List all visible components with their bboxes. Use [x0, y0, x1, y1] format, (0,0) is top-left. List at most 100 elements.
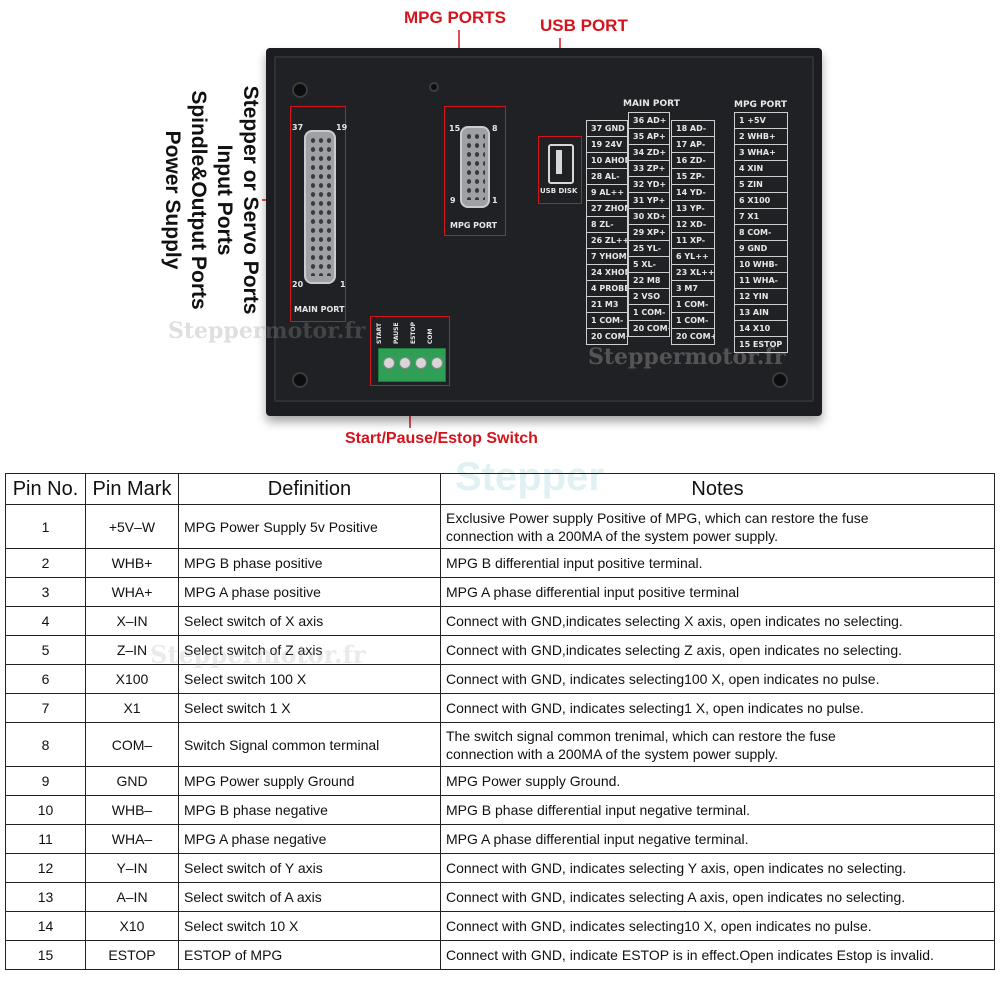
main-port-pin-20: 20 — [292, 280, 304, 289]
pin-cell: 16 ZD- — [672, 153, 714, 169]
terminal-label-pause: PAUSE — [393, 322, 400, 344]
terminal-label-com: COM — [427, 328, 434, 344]
pin-cell: 31 YP+ — [629, 193, 669, 209]
table-row: 9 GND MPG Power supply Ground MPG Power … — [5, 766, 995, 796]
pin-cell: 34 ZD+ — [629, 145, 669, 161]
main-port-connector — [304, 130, 336, 284]
main-port-col-c: 18 AD- 17 AP- 16 ZD- 15 ZP- 14 YD- 13 YP… — [671, 120, 715, 345]
pin-cell: 20 COM+ — [676, 332, 714, 341]
pin-mark: Z–IN — [85, 635, 179, 665]
table-row: 8 COM– Switch Signal common terminal The… — [5, 722, 995, 767]
screw-icon — [292, 82, 308, 98]
watermark: Steppermotor.fr — [588, 344, 786, 370]
header-pin-mark: Pin Mark — [85, 473, 179, 505]
mpg-port-title: MPG PORT — [734, 100, 787, 110]
pin-cell: 10 WHB- — [735, 257, 787, 273]
pin-definition: Select switch 1 X — [178, 693, 441, 723]
mpg-port-pin-list: 1 +5V 2 WHB+ 3 WHA+ 4 XIN 5 ZIN 6 X100 7… — [734, 112, 788, 353]
screw-icon — [429, 82, 439, 92]
pin-notes: Connect with GND, indicates selecting Y … — [440, 853, 995, 883]
table-row: 14 X10 Select switch 10 X Connect with G… — [5, 911, 995, 941]
pin-no: 6 — [5, 664, 86, 694]
pin-notes: Exclusive Power supply Positive of MPG, … — [440, 504, 995, 549]
main-port-title: MAIN PORT — [623, 99, 680, 109]
pin-definition: Select switch 10 X — [178, 911, 441, 941]
pin-cell: 11 XP- — [672, 233, 714, 249]
pin-cell: 13 AIN — [735, 305, 787, 321]
main-port-col-a: 37 GND 19 24V 10 AHOME 28 AL- 9 AL++ 27 … — [586, 120, 628, 345]
pin-mark: X100 — [85, 664, 179, 694]
pin-mark: X10 — [85, 911, 179, 941]
pin-definition: ESTOP of MPG — [178, 940, 441, 970]
pin-cell: 33 ZP+ — [629, 161, 669, 177]
pin-cell: 1 COM- — [587, 313, 627, 329]
pin-cell: 17 AP- — [672, 137, 714, 153]
pin-cell: 26 ZL++ — [587, 233, 627, 249]
table-row: 15 ESTOP ESTOP of MPG Connect with GND, … — [5, 940, 995, 970]
main-port-highlight — [290, 106, 346, 322]
header-pin-no: Pin No. — [5, 473, 86, 505]
pin-definition: MPG Power Supply 5v Positive — [178, 504, 441, 549]
pin-notes: Connect with GND, indicate ESTOP is in e… — [440, 940, 995, 970]
pin-no: 13 — [5, 882, 86, 912]
pin-notes: Connect with GND,indicates selecting X a… — [440, 606, 995, 636]
pin-cell: 23 XL++ — [672, 265, 714, 281]
pin-cell: 25 YL- — [629, 241, 669, 257]
pin-no: 10 — [5, 795, 86, 825]
pin-mark: +5V–W — [85, 504, 179, 549]
pin-definition: Select switch of Y axis — [178, 853, 441, 883]
pin-mark: ESTOP — [85, 940, 179, 970]
side-label-spindle: Spindle&Output Ports — [187, 90, 210, 310]
pin-no: 14 — [5, 911, 86, 941]
table-row: 3 WHA+ MPG A phase positive MPG A phase … — [5, 577, 995, 607]
side-label-input: Input Ports — [213, 144, 236, 256]
pin-mark: WHB+ — [85, 548, 179, 578]
pin-no: 7 — [5, 693, 86, 723]
main-port-col-b: 36 AD+ 35 AP+ 34 ZD+ 33 ZP+ 32 YD+ 31 YP… — [628, 112, 670, 337]
main-port-pin-1: 1 — [340, 280, 346, 289]
pin-cell: 15 ESTOP — [739, 340, 783, 349]
pin-cell: 19 24V — [587, 137, 627, 153]
header-definition: Definition — [178, 473, 441, 505]
pin-mark: A–IN — [85, 882, 179, 912]
terminal-block — [378, 348, 446, 382]
terminal-label-estop: ESTOP — [410, 321, 417, 344]
pin-cell: 6 X100 — [735, 193, 787, 209]
mpg-pin-1: 1 — [492, 196, 498, 205]
pin-cell: 9 GND — [735, 241, 787, 257]
pin-cell: 29 XP+ — [629, 225, 669, 241]
pin-cell: 2 VSO — [629, 289, 669, 305]
pin-definition: Select switch of A axis — [178, 882, 441, 912]
table-row: 10 WHB– MPG B phase negative MPG B phase… — [5, 795, 995, 825]
pin-cell: 32 YD+ — [629, 177, 669, 193]
pin-no: 11 — [5, 824, 86, 854]
pin-mark: Y–IN — [85, 853, 179, 883]
pin-no: 5 — [5, 635, 86, 665]
side-label-stepper: Stepper or Servo Ports — [239, 85, 262, 315]
pin-cell: 7 YHOME — [587, 249, 627, 265]
pin-mark: WHA+ — [85, 577, 179, 607]
pin-no: 8 — [5, 722, 86, 767]
usb-highlight — [538, 136, 582, 204]
pin-no: 9 — [5, 766, 86, 796]
pin-cell: 37 GND — [587, 121, 627, 137]
main-port-label: MAIN PORT — [294, 305, 345, 314]
pin-cell: 35 AP+ — [629, 129, 669, 145]
pin-cell: 27 ZHOME — [587, 201, 627, 217]
pin-no: 15 — [5, 940, 86, 970]
pin-cell: 4 XIN — [735, 161, 787, 177]
pin-notes: Connect with GND, indicates selecting10 … — [440, 911, 995, 941]
pin-mark: WHB– — [85, 795, 179, 825]
pin-cell: 13 YP- — [672, 201, 714, 217]
main-port-pin-19: 19 — [336, 123, 348, 132]
pin-notes: Connect with GND,indicates selecting Z a… — [440, 635, 995, 665]
pin-cell: 9 AL++ — [587, 185, 627, 201]
table-row: 12 Y–IN Select switch of Y axis Connect … — [5, 853, 995, 883]
pin-notes: Connect with GND, indicates selecting100… — [440, 664, 995, 694]
pin-cell: 20 COM+ — [591, 332, 627, 341]
side-port-labels: Stepper or Servo Ports Input Ports Spind… — [148, 86, 263, 315]
screw-icon — [772, 372, 788, 388]
pin-cell: 8 ZL- — [587, 217, 627, 233]
pin-cell: 21 M3 — [587, 297, 627, 313]
pin-cell: 20 COM+ — [633, 324, 669, 333]
